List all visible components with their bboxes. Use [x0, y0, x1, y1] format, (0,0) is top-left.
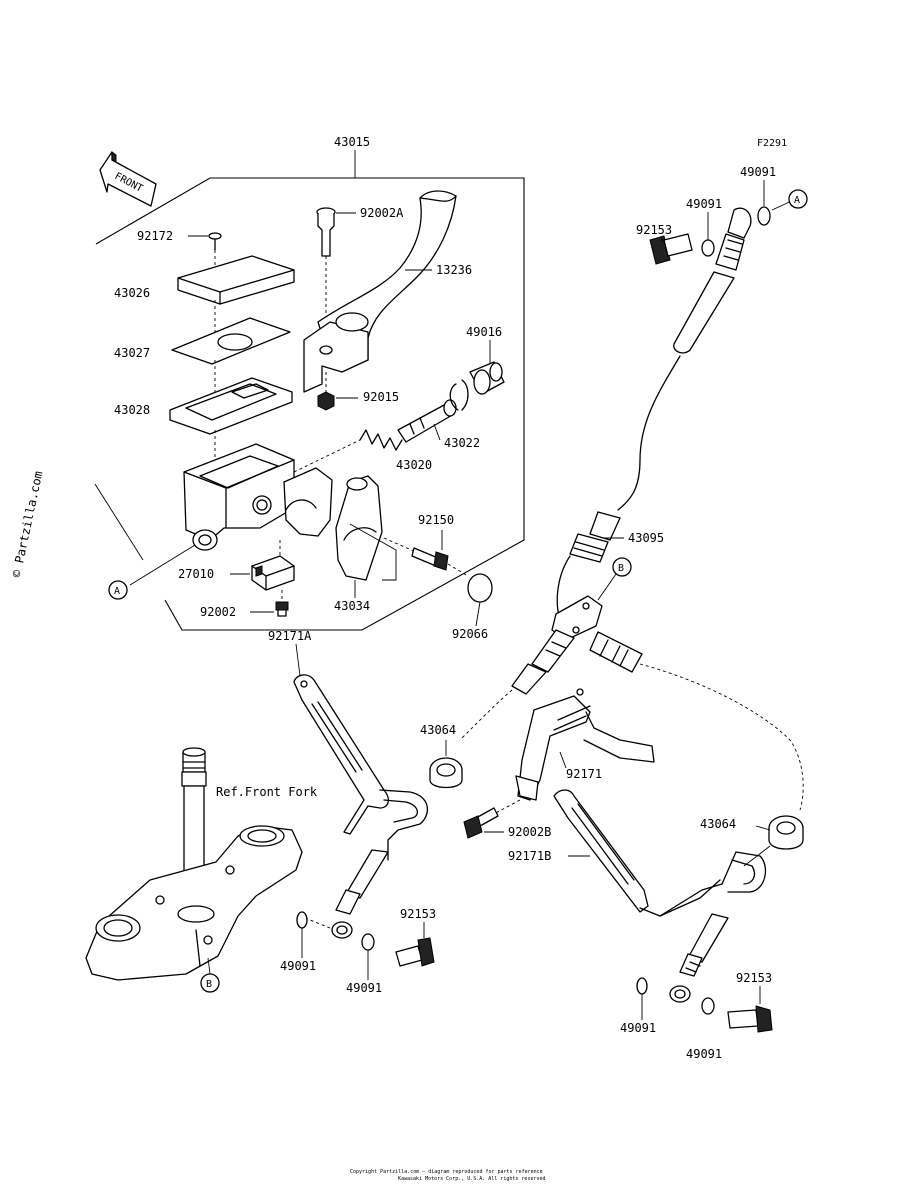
label-27010: 27010	[178, 567, 214, 581]
bracket-92171A	[293, 674, 429, 861]
cap-92066	[467, 573, 493, 603]
label-43015: 43015	[334, 135, 370, 149]
spring-43020	[359, 429, 403, 451]
washer-49091-left1	[296, 911, 308, 929]
label-92002A: 92002A	[360, 206, 404, 220]
callout-b-right	[612, 557, 632, 577]
switch-27010	[251, 555, 295, 591]
brake-hose-43095	[556, 207, 752, 621]
label-49091-a: 49091	[740, 165, 776, 179]
label-43095: 43095	[628, 531, 664, 545]
label-92171B: 92171B	[508, 849, 551, 863]
label-43020: 43020	[396, 458, 432, 472]
steering-stem	[85, 747, 303, 981]
screw-92002	[275, 601, 289, 617]
screw-92172	[208, 232, 222, 251]
label-43022: 43022	[444, 436, 480, 450]
grommet-43064-right	[768, 815, 804, 850]
bolt-92002B	[463, 807, 499, 839]
label-49091-f: 49091	[686, 1047, 722, 1061]
reservoir-cap-43026	[177, 255, 295, 305]
footer-line-1: Copyright Partzilla.com — diagram reprod…	[350, 1169, 543, 1175]
callout-b-left-label: B	[206, 979, 212, 990]
label-92015: 92015	[363, 390, 399, 404]
pivot-bolt-92002A	[316, 207, 336, 257]
bracket-92171	[515, 688, 655, 801]
callout-b-left	[200, 973, 220, 993]
washer-49091-left2	[361, 933, 375, 951]
brake-hose-lower-right	[669, 913, 729, 1003]
label-13236: 13236	[436, 263, 472, 277]
ref-front-fork-label: Ref.Front Fork	[216, 785, 318, 799]
brake-lever-13236	[303, 190, 457, 393]
callout-a-right	[788, 189, 808, 209]
banjo-bolt-92153-top	[649, 233, 693, 265]
master-cylinder-assembly-frame	[94, 150, 525, 631]
label-92150: 92150	[418, 513, 454, 527]
washer-49091-right2	[701, 997, 715, 1015]
bolt-92150	[411, 547, 449, 571]
front-arrow-icon: FRONT	[99, 151, 157, 207]
label-92153-a: 92153	[636, 223, 672, 237]
label-49091-e: 49091	[620, 1021, 656, 1035]
banjo-bolt-92153-right	[727, 1005, 773, 1033]
grommet-43064-left	[429, 757, 463, 789]
callout-a-left-label: A	[114, 586, 120, 597]
label-43026: 43026	[114, 286, 150, 300]
master-cylinder-body	[183, 443, 295, 551]
washer-49091-right1	[636, 977, 648, 995]
banjo-bolt-92153-left	[395, 937, 435, 967]
label-43028: 43028	[114, 403, 150, 417]
figure-code: F2291	[757, 138, 787, 149]
label-92002B: 92002B	[508, 825, 551, 839]
watermark: © Partzilla.com	[9, 470, 45, 579]
label-49016: 49016	[466, 325, 502, 339]
label-43064-left: 43064	[420, 723, 456, 737]
holder-clamp-43034	[283, 467, 383, 581]
label-92172: 92172	[137, 229, 173, 243]
nut-92015	[317, 391, 335, 411]
label-49091-c: 49091	[346, 981, 382, 995]
callout-b-right-label: B	[618, 563, 624, 574]
label-92066: 92066	[452, 627, 488, 641]
label-49091-b: 49091	[280, 959, 316, 973]
label-49091-d: 49091	[686, 197, 722, 211]
piston-43022	[397, 399, 457, 443]
label-92153-b: 92153	[400, 907, 436, 921]
label-92171: 92171	[566, 767, 602, 781]
circlip	[449, 379, 469, 411]
label-43027: 43027	[114, 346, 150, 360]
label-92153-c: 92153	[736, 971, 772, 985]
washer-49091-top2	[701, 239, 715, 257]
label-43064-right: 43064	[700, 817, 736, 831]
callout-a-right-label: A	[794, 195, 800, 206]
label-43034: 43034	[334, 599, 370, 613]
diaphragm-plate-43027	[171, 317, 291, 365]
hose-junction	[459, 595, 804, 811]
callout-a-left	[108, 580, 128, 600]
washer-49091-top	[757, 206, 771, 226]
bracket-92171B	[553, 789, 767, 917]
footer-line-2: Kawasaki Motors Corp., U.S.A. All rights…	[398, 1176, 546, 1182]
label-92171A: 92171A	[268, 629, 312, 643]
label-92002: 92002	[200, 605, 236, 619]
dust-boot-49016	[469, 361, 505, 395]
brake-hose-lower-left	[331, 849, 389, 939]
diaphragm-43028	[169, 377, 293, 435]
